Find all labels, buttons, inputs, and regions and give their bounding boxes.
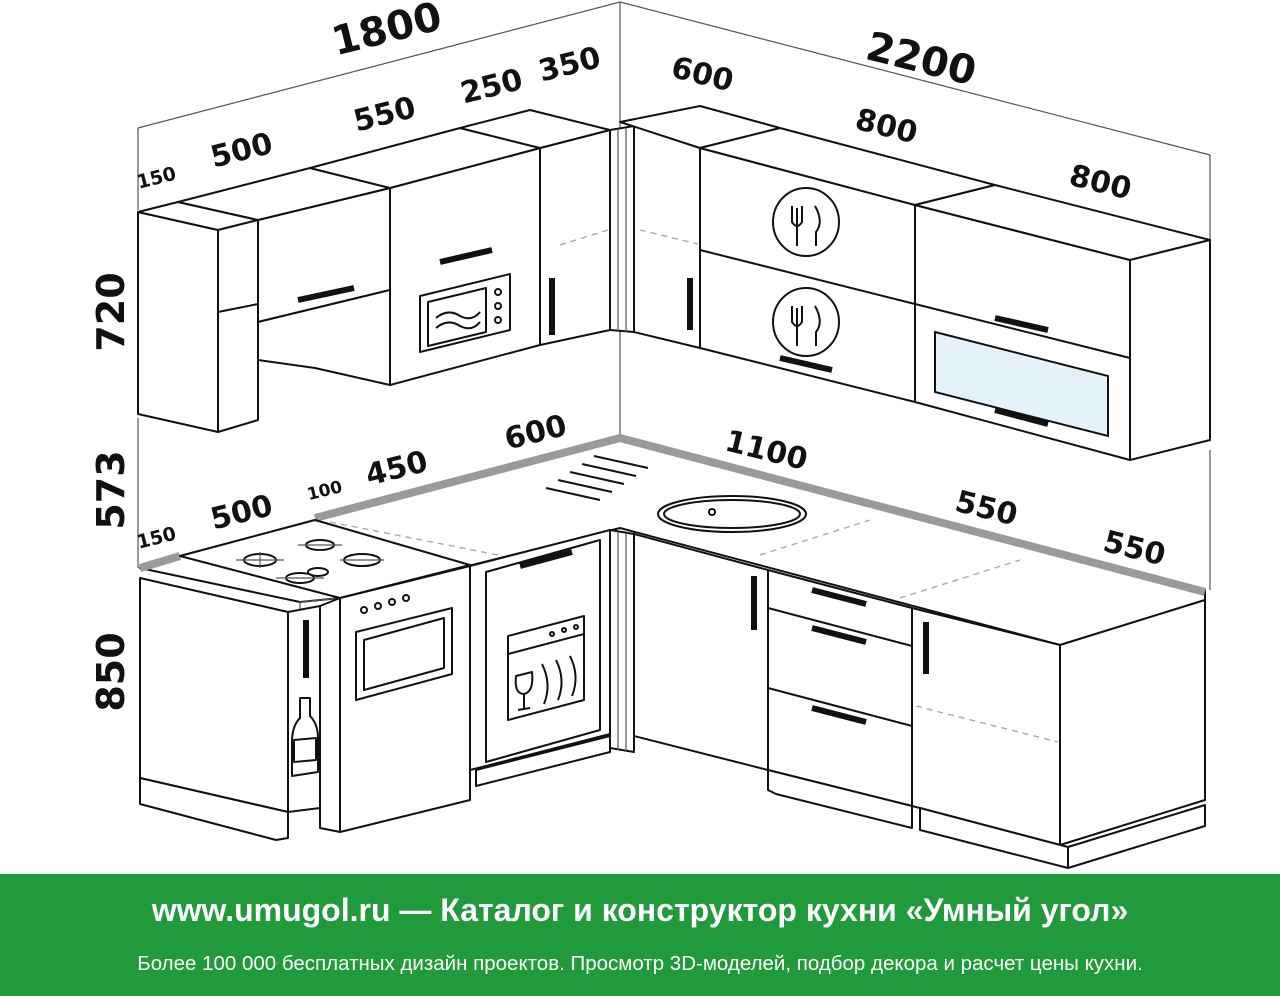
cutlery-icon <box>772 187 840 357</box>
lower-cabinets-left <box>139 519 611 841</box>
dim-upper-1: 150 <box>135 163 179 194</box>
dim-top-total-left: 1800 <box>327 0 446 65</box>
upper-cabinets-right <box>619 105 1211 461</box>
dim-lower-4: 450 <box>362 444 431 493</box>
dim-lower-1: 150 <box>135 523 179 554</box>
dim-lower-3: 100 <box>305 477 344 505</box>
oven-icon <box>319 565 471 833</box>
dim-height-gap: 573 <box>89 450 133 529</box>
wall-outline <box>137 1 1211 590</box>
corner-pilaster <box>609 125 635 333</box>
upper-cabinets-left <box>137 109 611 433</box>
dishwasher-icon <box>469 529 611 787</box>
kitchen-diagram: 1800 2200 150 500 550 250 350 600 800 80… <box>89 0 1211 869</box>
dim-upper-8: 800 <box>1066 158 1135 207</box>
footer-title[interactable]: www.umugol.ru — Каталог и конструктор ку… <box>151 892 1129 928</box>
bottle-icon <box>291 697 319 777</box>
dim-upper-3: 550 <box>350 90 419 139</box>
dim-height-lower: 850 <box>89 632 133 711</box>
sink-icon <box>545 455 807 533</box>
dim-upper-7: 800 <box>852 102 921 151</box>
dim-lower-2: 500 <box>207 488 276 537</box>
lower-cabinets-right <box>609 529 1206 869</box>
microwave-icon <box>419 273 511 353</box>
footer-subtitle: Более 100 000 бесплатных дизайн проектов… <box>137 952 1143 975</box>
dim-upper-6: 600 <box>668 50 737 99</box>
dim-upper-2: 500 <box>207 126 276 175</box>
footer-banner: www.umugol.ru — Каталог и конструктор ку… <box>0 874 1280 996</box>
dim-top-total-right: 2200 <box>862 24 981 96</box>
dim-upper-4: 250 <box>457 62 526 111</box>
dim-height-upper: 720 <box>89 272 133 351</box>
dim-upper-5: 350 <box>535 40 604 89</box>
